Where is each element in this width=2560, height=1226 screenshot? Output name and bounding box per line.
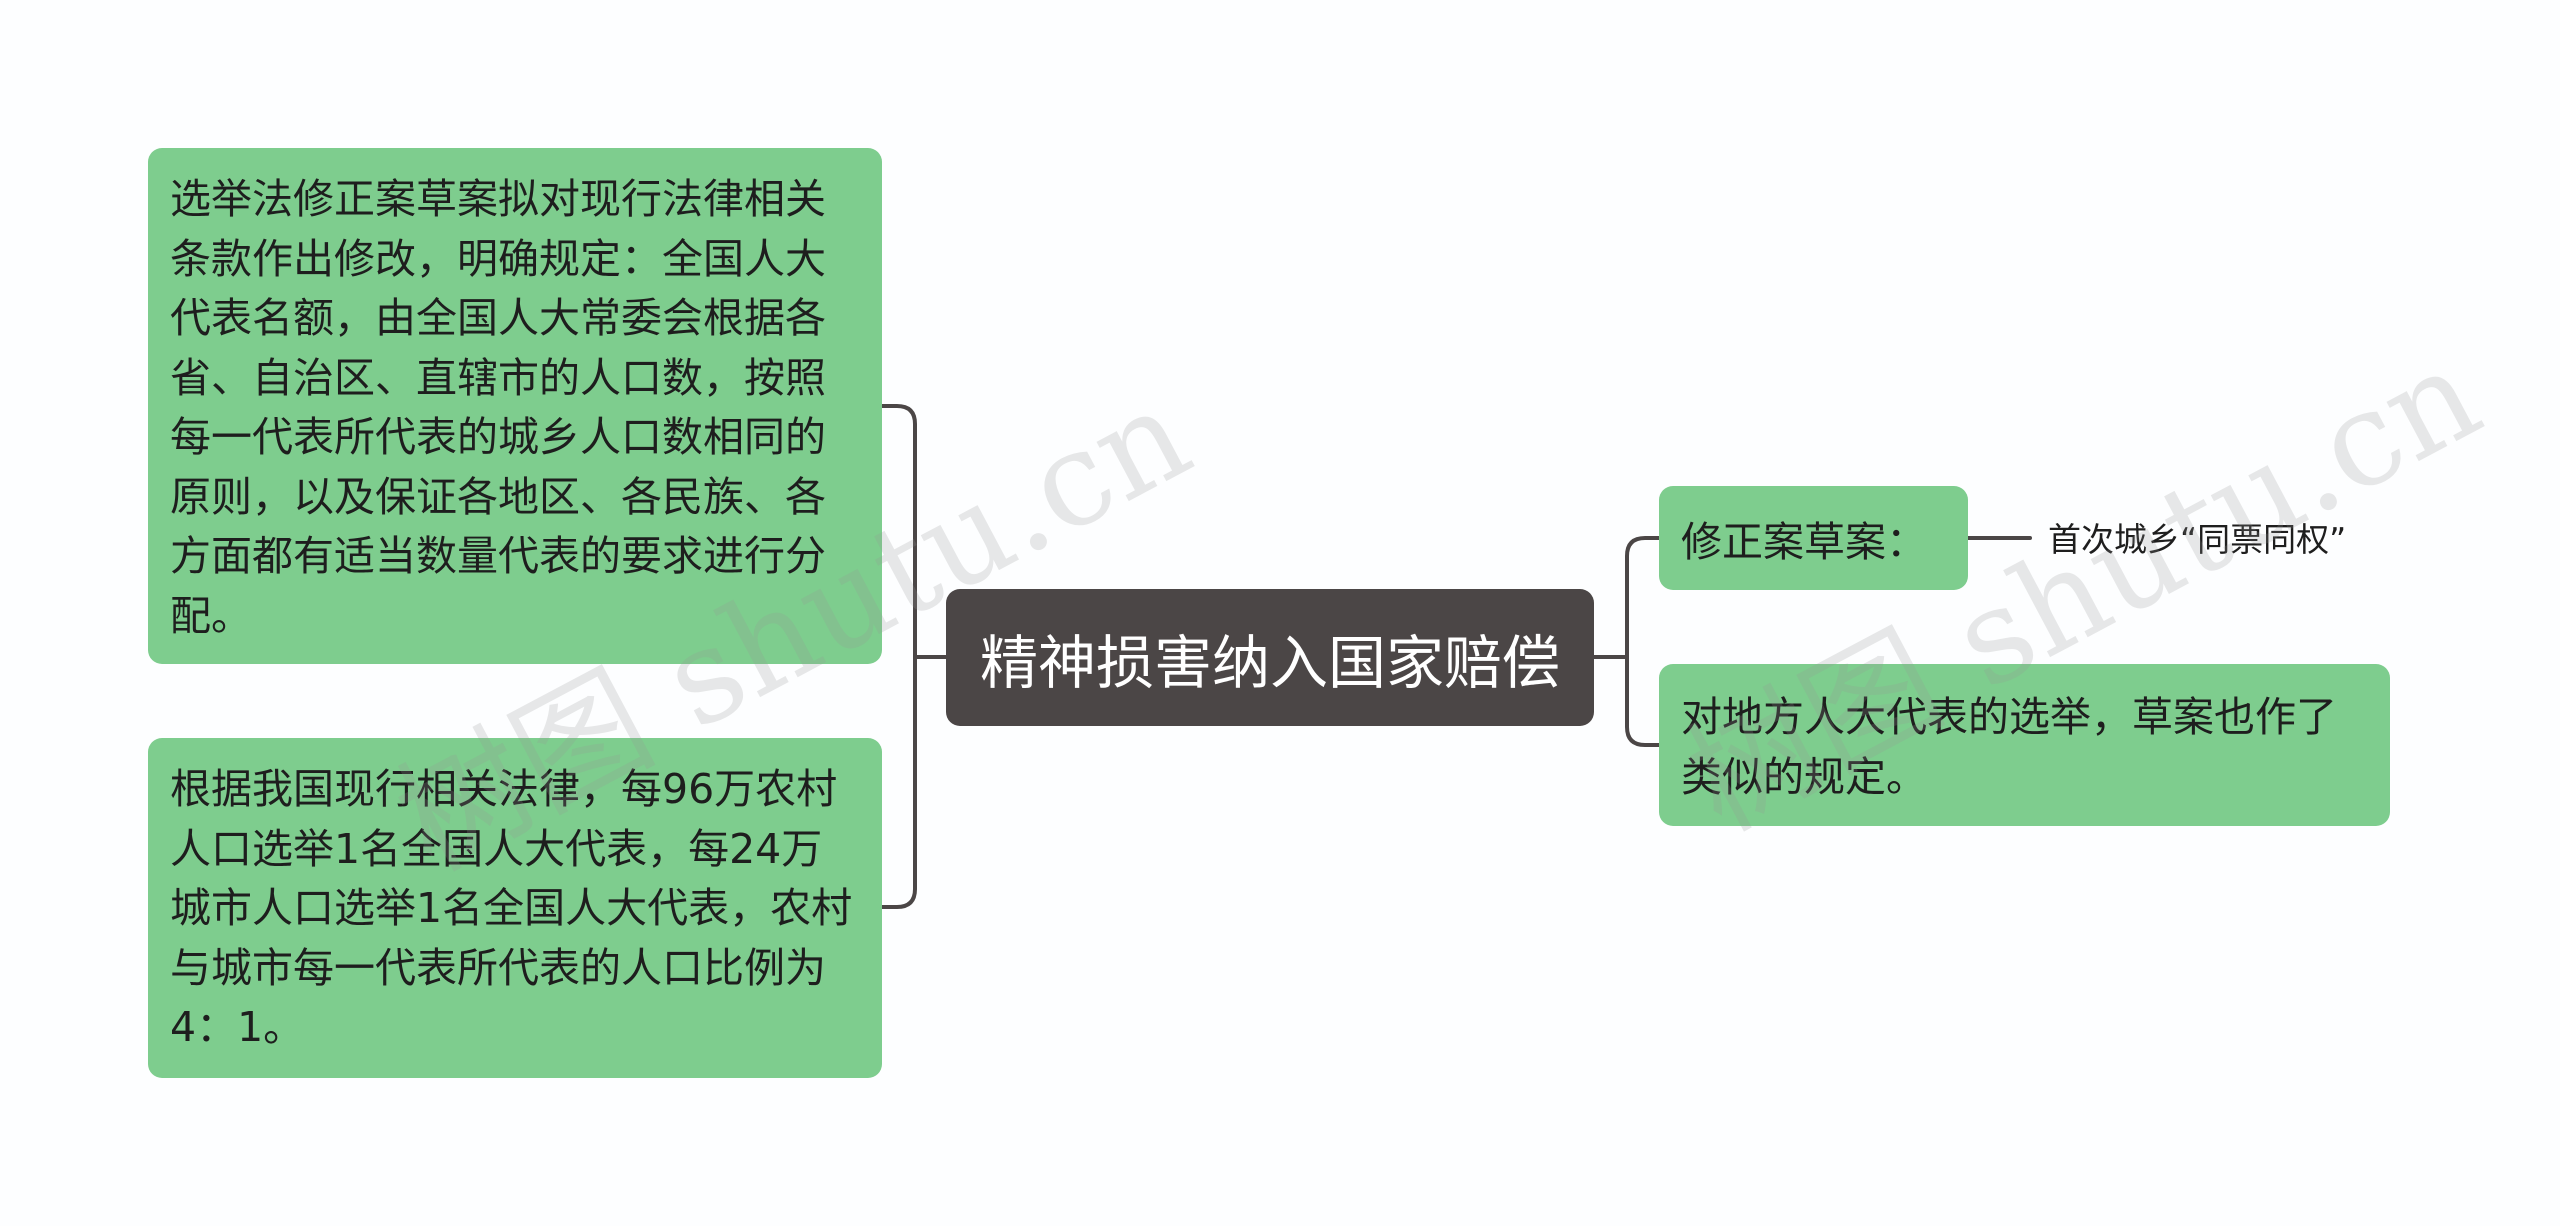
central-topic-text: 精神损害纳入国家赔偿: [979, 628, 1560, 697]
topic-node-current-ratio[interactable]: 根据我国现行相关法律，每96万农村人口选举1名全国人大代表，每24万城市人口选举…: [148, 738, 882, 1078]
connector-left-bottom: [880, 655, 917, 909]
central-topic[interactable]: 精神损害纳入国家赔偿: [946, 589, 1594, 726]
topic-node-allocation-rule[interactable]: 选举法修正案草案拟对现行法律相关条款作出修改，明确规定：全国人大代表名额，由全国…: [148, 148, 882, 664]
subtopic-text: 首次城乡“同票同权”: [2048, 520, 2347, 559]
topic-text: 根据我国现行相关法律，每96万农村人口选举1名全国人大代表，每24万城市人口选举…: [170, 765, 853, 1051]
topic-text: 选举法修正案草案拟对现行法律相关条款作出修改，明确规定：全国人大代表名额，由全国…: [170, 175, 826, 640]
connector-right-top: [1625, 536, 1661, 659]
connector-right-bottom: [1625, 655, 1661, 747]
topic-node-local-elections[interactable]: 对地方人大代表的选举，草案也作了类似的规定。: [1659, 664, 2390, 826]
subtopic-equal-votes[interactable]: 首次城乡“同票同权”: [2048, 518, 2346, 562]
topic-node-draft-amendment[interactable]: 修正案草案：: [1659, 486, 1968, 590]
topic-text: 修正案草案：: [1681, 518, 1927, 566]
topic-text: 对地方人大代表的选举，草案也作了类似的规定。: [1681, 693, 2337, 801]
connector-left-top: [880, 404, 917, 659]
